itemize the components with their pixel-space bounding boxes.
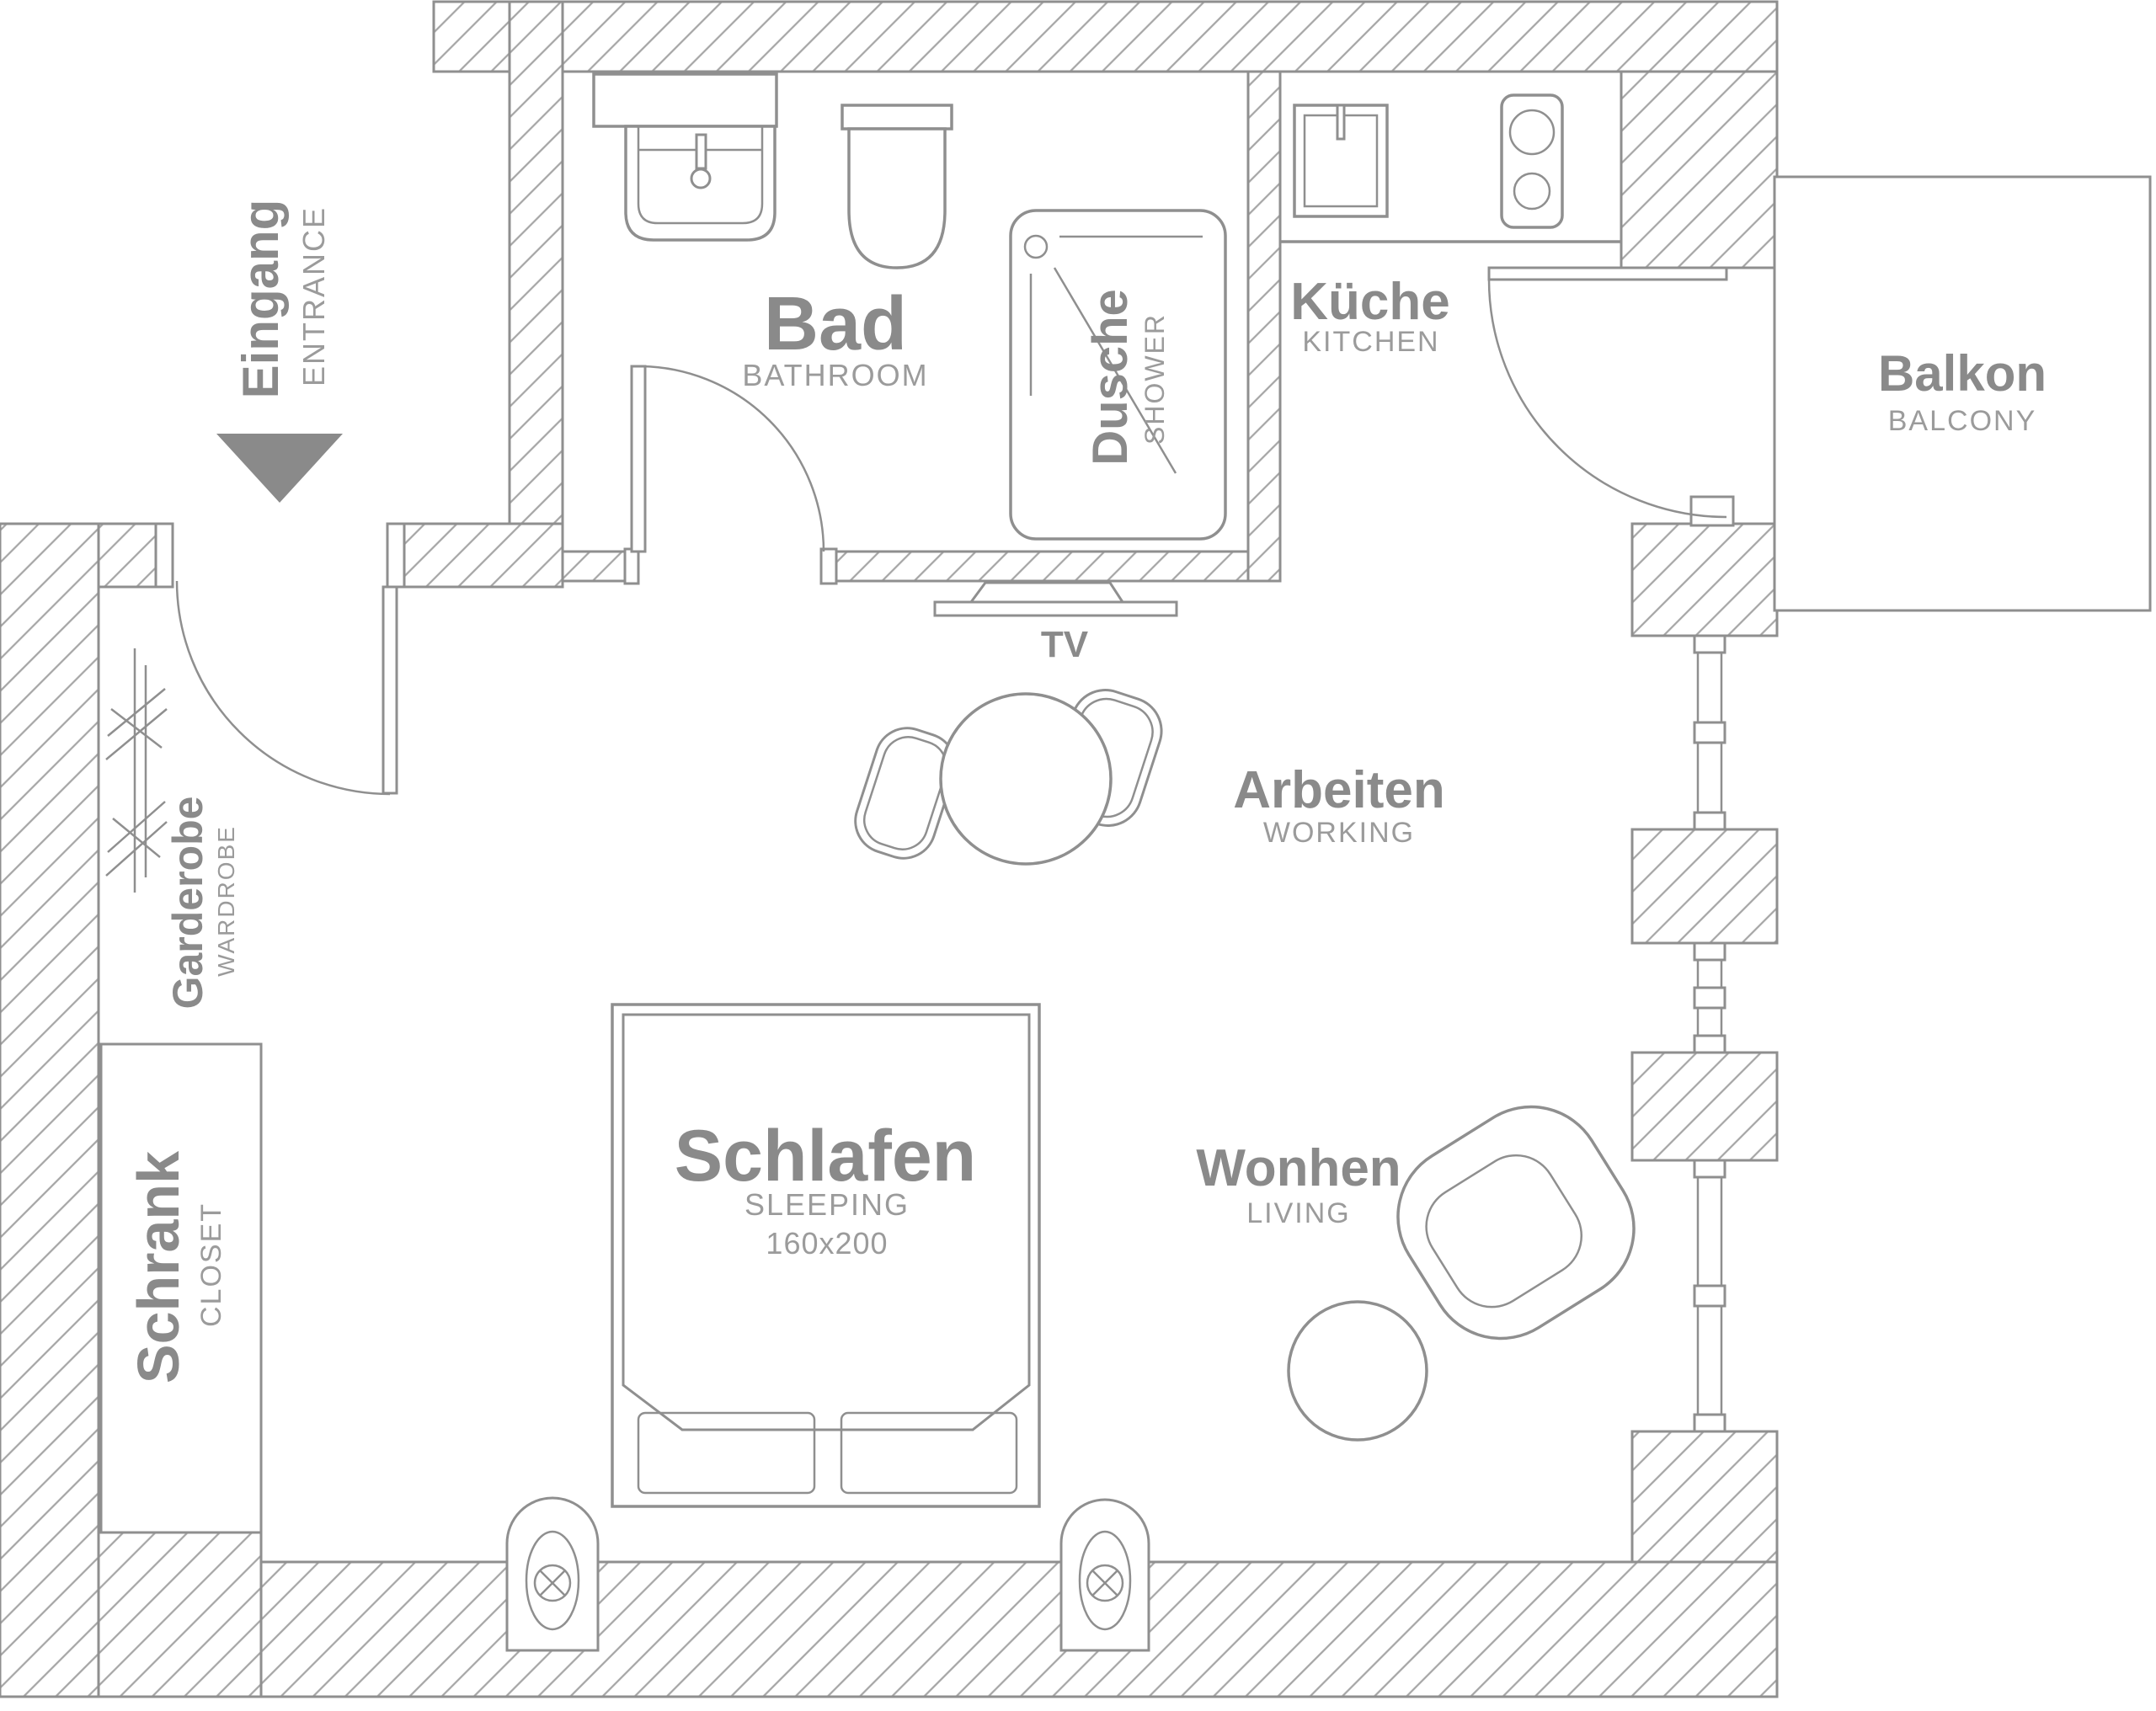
tv-screen (933, 600, 1178, 617)
kitchen-label: Küche (1290, 273, 1449, 331)
sink-faucet-knob (690, 168, 712, 189)
shower-drain (1023, 234, 1049, 259)
entrance-door-jamb-right (386, 522, 406, 589)
stove-burner-small (1513, 172, 1551, 211)
wall-right-4 (1630, 1430, 1779, 1564)
bed-pillow-left (637, 1411, 816, 1495)
closet-sublabel: CLOSET (195, 1202, 227, 1327)
working-sublabel: WORKING (1263, 817, 1415, 849)
entrance-sublabel: ENTRANCE (296, 206, 331, 386)
kitchen-faucet (1336, 104, 1346, 141)
wall-bottom (259, 1560, 1779, 1698)
closet-outline (99, 1042, 263, 1534)
bathroom-sink (592, 72, 778, 242)
shower (1009, 209, 1227, 541)
bathroom-label: Bad (764, 282, 907, 366)
balcony-label: Balkon (1878, 345, 2047, 402)
toilet-tank (841, 104, 953, 131)
balcony-door-jamb (1689, 495, 1735, 527)
windows (1693, 634, 1726, 1433)
sleeping-sublabel: SLEEPING (744, 1187, 910, 1222)
closet-label: Schrank (125, 1151, 191, 1383)
entrance-arrow-icon (216, 434, 343, 503)
bed-pillow-right (840, 1411, 1018, 1495)
shower-sublabel: SHOWER (1139, 313, 1170, 445)
window-1 (1693, 634, 1726, 831)
bedside-lamp-left (505, 1496, 600, 1652)
kitchen-sublabel: KITCHEN (1302, 326, 1439, 358)
wall-right-2 (1630, 828, 1779, 945)
working-label: Arbeiten (1233, 761, 1444, 819)
kitchen (1280, 93, 1621, 243)
balcony-sublabel: BALCONY (1888, 405, 2037, 437)
living-sublabel: LIVING (1246, 1197, 1350, 1229)
entrance-door-swing (175, 580, 391, 796)
wall-entrance-right (386, 522, 564, 589)
sink-basin-inner (637, 125, 764, 225)
stove-burner-large (1508, 109, 1556, 156)
wall-left (0, 522, 100, 1698)
toilet-bowl (847, 127, 947, 269)
wall-top-right-block (1620, 70, 1779, 269)
entrance-door (154, 522, 406, 796)
bathroom-sublabel: BATHROOM (742, 358, 928, 392)
entrance-door-jamb-left (154, 522, 174, 589)
wardrobe-hooks (105, 648, 168, 893)
bathroom-door (623, 365, 838, 585)
bed-size-label: 160x200 (766, 1226, 888, 1261)
sink-counter (592, 72, 778, 128)
window-2 (1693, 941, 1726, 1054)
desk-chair-seat (939, 692, 1113, 866)
bed-duvet (622, 1013, 1031, 1431)
wall-right-1 (1630, 522, 1779, 637)
wardrobe-label: Garderobe (164, 797, 211, 1010)
wall-bathroom-kitchen (1246, 70, 1282, 583)
sink-faucet (695, 133, 707, 170)
stove (1500, 93, 1564, 229)
wall-right-3 (1630, 1051, 1779, 1162)
entrance-label: Eingang (232, 200, 289, 399)
bathroom-door-jamb-right (819, 547, 838, 585)
window-3 (1693, 1159, 1726, 1433)
tv-unit (933, 581, 1178, 617)
bathroom-door-jamb-left (623, 547, 640, 585)
bathroom-door-leaf (630, 365, 647, 553)
tv-label: TV (1041, 624, 1089, 665)
toilet (841, 104, 953, 269)
balcony-door-leaf (1487, 266, 1728, 281)
tv-mount (969, 581, 1125, 604)
armchair (1396, 1105, 1636, 1341)
bedside-lamp-right (1059, 1498, 1150, 1652)
bed (611, 1003, 1041, 1508)
wall-bathroom-left (508, 0, 564, 525)
balcony-door-swing (1487, 279, 1727, 519)
wall-bathroom-bottom-right (819, 550, 1250, 583)
wall-top (432, 0, 1779, 73)
side-table (1287, 1300, 1428, 1442)
living-label: Wonhen (1196, 1139, 1401, 1197)
entrance-door-leaf (382, 585, 398, 795)
balcony-outline (1773, 175, 2152, 612)
walls (0, 0, 1779, 1698)
wardrobe-sublabel: WARDROBE (213, 825, 239, 977)
wall-bottom-under-closet (97, 1531, 263, 1698)
sleeping-label: Schlafen (675, 1116, 976, 1197)
bathroom-door-swing (638, 365, 825, 552)
desk-chair (854, 689, 1163, 866)
shower-label: Dusche (1083, 289, 1138, 466)
balcony-door (1487, 266, 1735, 527)
